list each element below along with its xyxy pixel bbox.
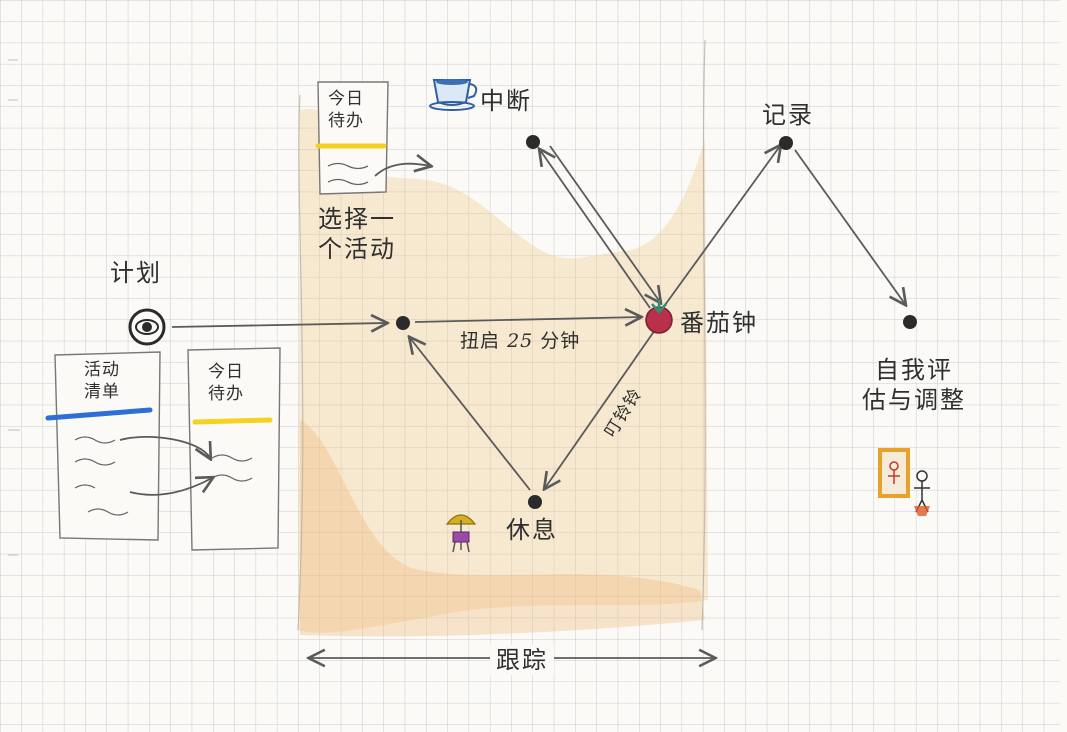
card-line: 待办: [208, 384, 244, 405]
arrow-pomodoro-to-interrupt: [540, 150, 651, 309]
node-interrupt: [526, 135, 540, 149]
node-select: [396, 316, 410, 330]
flow-nodes: [396, 135, 917, 509]
beach-umbrella-icon: [445, 514, 477, 553]
activity-list-title: 活动 清单: [84, 359, 120, 403]
node-record: [779, 136, 793, 150]
label-select-activity: 选择一 个活动: [318, 204, 396, 264]
arrow-rest-to-select: [410, 338, 531, 491]
teacup-icon: [429, 79, 478, 111]
card-line: 清单: [84, 382, 120, 403]
today-todo-small-card: [315, 81, 389, 195]
node-assess: [903, 315, 917, 329]
arrow-interrupt-to-pomodoro: [549, 145, 660, 302]
label-rest: 休息: [506, 516, 558, 544]
label-tracking: 跟踪: [490, 645, 554, 675]
tracking-zone-wash: [297, 39, 708, 637]
today-todo-title: 今日 待办: [208, 361, 244, 405]
arrow-record-to-assess: [794, 149, 905, 304]
label-interrupt: 中断: [480, 87, 532, 115]
today-todo-small-title: 今日 待办: [328, 88, 364, 132]
tomato-icon: [645, 300, 673, 334]
eye-icon: [128, 308, 166, 346]
label-part: 分钟: [540, 330, 581, 352]
card-line: 今日: [208, 362, 244, 382]
label-part: 扭启: [460, 330, 501, 352]
node-rest: [528, 495, 542, 509]
arrow-plan-to-select: [171, 323, 386, 327]
today-todo-card: [187, 347, 281, 551]
label-line: 个活动: [318, 235, 396, 263]
label-self-assess: 自我评 估与调整: [862, 355, 966, 415]
card-line: 待办: [328, 111, 364, 132]
arrow-start-25-min: [414, 317, 640, 322]
arrow-list-to-todo-2: [129, 478, 212, 496]
label-start-25-min: 扭启 25 分钟: [460, 330, 580, 354]
arrow-list-to-todo-1: [119, 436, 210, 458]
card-line: 活动: [84, 360, 120, 380]
label-line: 估与调整: [862, 386, 966, 414]
mirror-icon: [878, 448, 930, 516]
card-line: 今日: [328, 89, 364, 109]
label-record: 记录: [762, 101, 814, 129]
arrow-pomodoro-to-record: [664, 146, 780, 306]
label-minutes: 25: [507, 330, 534, 352]
notebook-edge: [8, 59, 20, 556]
label-line: 自我评: [875, 356, 953, 384]
arrow-todo-to-select: [374, 164, 430, 177]
label-line: 选择一: [318, 205, 396, 233]
label-plan: 计划: [110, 259, 162, 287]
label-pomodoro: 番茄钟: [680, 309, 758, 337]
arrow-ring-to-rest: [545, 329, 656, 488]
